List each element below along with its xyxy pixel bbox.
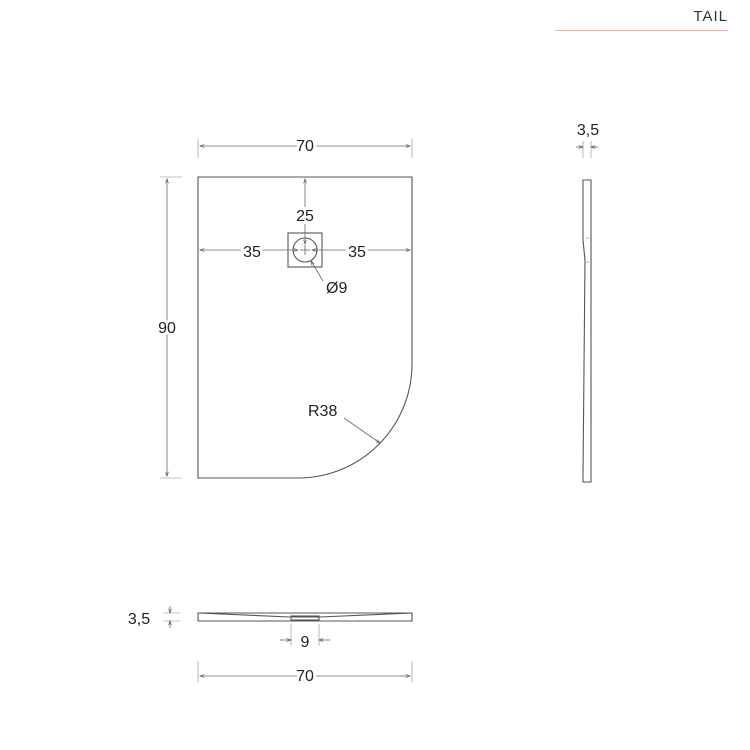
width-label: 70 [296, 138, 314, 155]
brand-underline [555, 30, 728, 31]
drain-diameter-callout: Ø9 [311, 261, 347, 297]
height-label: 90 [158, 320, 176, 337]
front-drain [290, 615, 320, 621]
drain-top-offset-dimension: 25 [293, 179, 317, 244]
side-thickness-label: 3,5 [577, 122, 599, 139]
drain-horizontal-offset-dimension: 35 35 [200, 241, 410, 264]
corner-radius-label: R38 [308, 403, 337, 420]
side-view: 3,5 [576, 122, 599, 483]
width-dimension-top: 70 [197, 135, 413, 158]
front-width-label: 70 [296, 668, 314, 685]
drain-left-offset-label: 35 [243, 244, 261, 261]
front-drain-width-label: 9 [301, 634, 310, 651]
front-view: 3,5 9 70 [128, 606, 413, 688]
drain-diameter-label: Ø9 [326, 280, 347, 297]
side-profile [582, 179, 592, 483]
plan-view: 70 90 25 35 35 [155, 135, 413, 479]
brand-name: TAIL [693, 8, 728, 25]
corner-radius-callout: R38 [308, 403, 380, 443]
drain-top-offset-label: 25 [296, 208, 314, 225]
front-profile [197, 612, 413, 622]
front-slope [197, 612, 413, 618]
front-thickness-label: 3,5 [128, 611, 150, 628]
drain-right-offset-label: 35 [348, 244, 366, 261]
height-dimension: 90 [155, 176, 182, 479]
tray-outline [197, 176, 413, 479]
